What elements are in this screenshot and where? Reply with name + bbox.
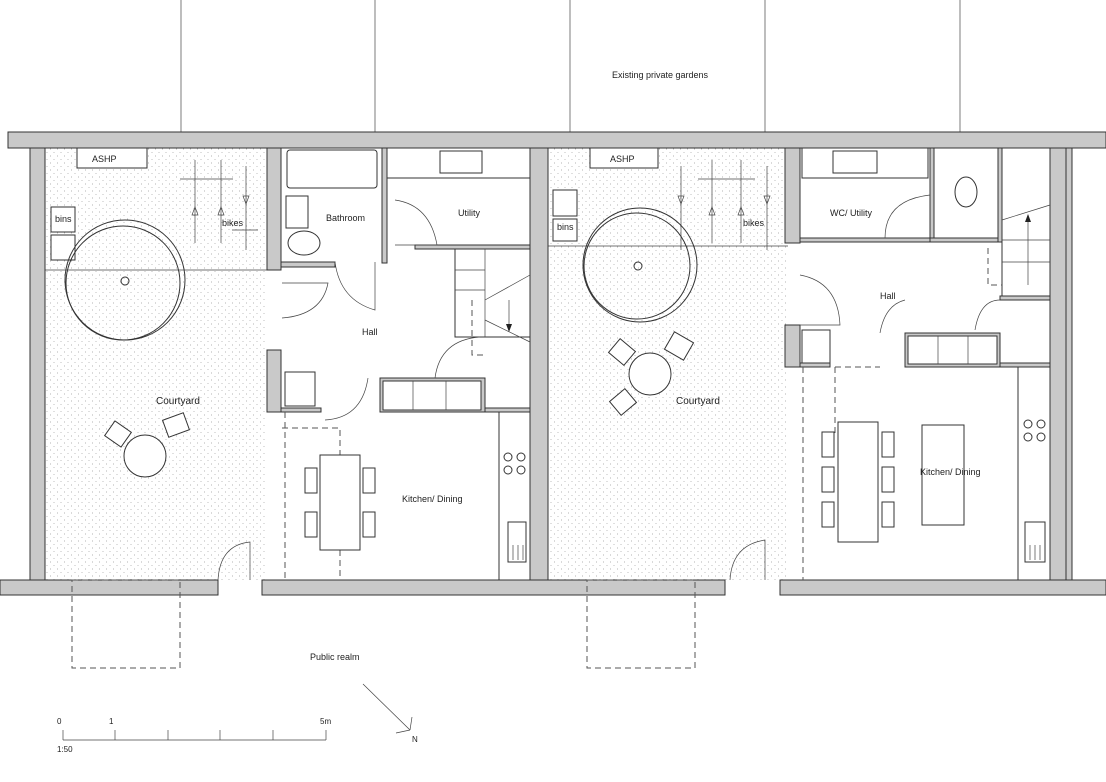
gardens-label: Existing private gardens <box>612 70 709 80</box>
wc-utility-label: WC/ Utility <box>830 208 872 218</box>
round-table <box>64 219 186 341</box>
hall-label: Hall <box>880 291 896 301</box>
kitchen-island <box>921 424 965 526</box>
kitchen-counter <box>1017 366 1051 581</box>
patio-table-chairs <box>607 331 695 417</box>
washbasin <box>285 195 309 229</box>
door-swing <box>394 199 438 246</box>
ashp-unit <box>76 147 148 169</box>
staircase <box>987 147 1051 297</box>
public-realm-label: Public realm <box>310 652 360 662</box>
patio-table-chairs <box>103 412 191 478</box>
bathtub <box>286 149 378 189</box>
hall-cupboard <box>382 380 482 411</box>
bin <box>552 189 578 217</box>
scale-bar: 0 1 5m 1:50 <box>57 717 331 754</box>
staircase <box>454 248 531 356</box>
bins-label: bins <box>557 222 574 232</box>
bins-label: bins <box>55 214 72 224</box>
bin <box>50 234 76 261</box>
bikes-label: bikes <box>222 218 244 228</box>
door-swing <box>281 282 329 319</box>
scale-ratio: 1:50 <box>57 745 73 754</box>
ashp-label: ASHP <box>610 154 635 164</box>
door-swing <box>879 299 906 334</box>
door-swing <box>434 336 481 379</box>
north-arrow-icon: N <box>362 683 418 744</box>
kitchen-counter <box>498 411 531 581</box>
bike-stands <box>180 160 258 250</box>
door-swing <box>324 377 369 421</box>
kitchen-label: Kitchen/ Dining <box>402 494 463 504</box>
door-swing <box>334 261 376 311</box>
bikes-label: bikes <box>743 218 765 228</box>
door-swing <box>799 274 841 326</box>
scale-tick-1: 1 <box>109 717 114 726</box>
walls <box>0 131 1106 596</box>
unit-2: ASHP bins bikes Courtyard WC/ Utility <box>552 147 1051 669</box>
scale-tick-5m: 5m <box>320 717 331 726</box>
courtyard-door <box>217 541 251 581</box>
courtyard-paving <box>45 148 788 580</box>
courtyard-label: Courtyard <box>156 396 200 407</box>
toilet <box>287 230 321 256</box>
courtyard-door <box>729 539 766 581</box>
sink <box>832 150 878 174</box>
hall-cupboard <box>907 335 998 365</box>
round-table <box>582 207 698 323</box>
hall-label: Hall <box>362 327 378 337</box>
ashp-label: ASHP <box>92 154 117 164</box>
door-swing <box>884 194 931 239</box>
garden-fences <box>180 0 961 132</box>
bin <box>552 218 578 242</box>
bay-outline <box>71 579 181 669</box>
courtyard-label: Courtyard <box>676 396 720 407</box>
utility-label: Utility <box>458 208 480 218</box>
kitchen-label: Kitchen/ Dining <box>920 467 981 477</box>
dining-table-chairs <box>304 454 376 551</box>
toilet <box>954 176 978 208</box>
bathroom-label: Bathroom <box>326 213 365 223</box>
ashp-unit <box>589 147 659 169</box>
scale-tick-0: 0 <box>57 717 62 726</box>
bin <box>50 206 76 233</box>
dining-table-chairs <box>821 421 895 543</box>
door-swing <box>974 299 1001 331</box>
bay-outline <box>586 579 696 669</box>
north-label: N <box>412 735 418 744</box>
unit-1: ASHP bins bikes Courtyard Bathroom <box>50 147 531 669</box>
sink <box>439 150 483 174</box>
